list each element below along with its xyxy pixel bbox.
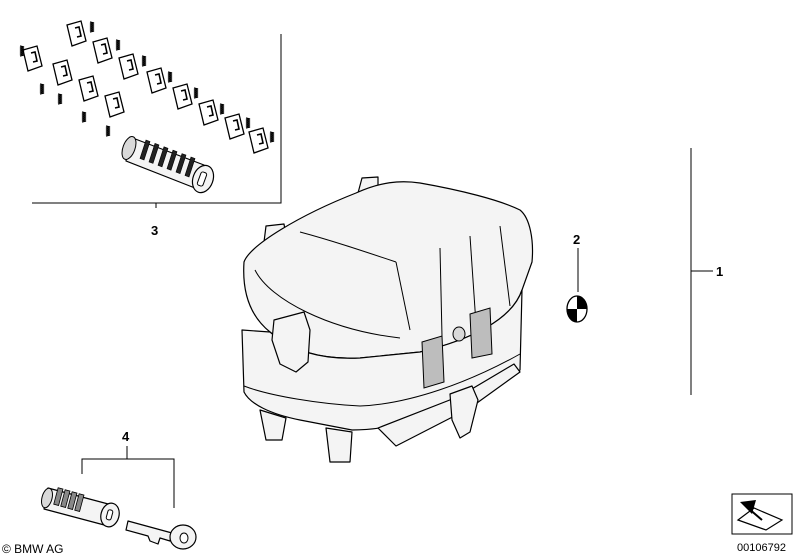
- cylinder-wafer: [139, 139, 151, 161]
- tumbler-spring: [245, 117, 251, 129]
- cylinder-wafer: [175, 153, 187, 174]
- part-1-bracket: [690, 148, 713, 395]
- callout-1: 1: [716, 264, 723, 279]
- tumbler-notch: [30, 51, 38, 63]
- cylinder-wafer: [184, 156, 196, 178]
- diagram-orientation-icon: [731, 493, 793, 535]
- tumbler-spring: [89, 21, 95, 33]
- lock-tumbler-set: [19, 20, 275, 154]
- tumbler-spring: [57, 93, 63, 105]
- tumbler-notch: [86, 81, 94, 93]
- key: [125, 520, 197, 550]
- tumbler-plate: [104, 91, 125, 118]
- tumbler-notch: [126, 59, 134, 71]
- tumbler-spring: [193, 87, 199, 99]
- tumbler-spring: [81, 111, 87, 123]
- lock-set-bracket: [32, 34, 282, 208]
- tumbler-spring: [167, 71, 173, 83]
- tumbler-notch: [74, 26, 82, 38]
- tumbler-plate: [224, 113, 245, 140]
- callout-4: 4: [122, 429, 130, 444]
- tumbler-notch: [112, 97, 120, 109]
- lock-cylinder-small: [41, 487, 120, 528]
- tumbler-spring: [219, 103, 225, 115]
- callout-2: 2: [573, 232, 580, 247]
- cylinder-wafer: [166, 149, 178, 171]
- tumbler-notch: [154, 73, 162, 85]
- tumbler-notch: [180, 89, 188, 101]
- tumbler-spring: [115, 39, 121, 51]
- part-4-bracket: [81, 446, 175, 508]
- callout-3: 3: [151, 223, 158, 238]
- tumbler-spring: [269, 131, 275, 143]
- tumbler-spring: [39, 83, 45, 95]
- tumbler-plate: [22, 45, 43, 72]
- diagram-number: 00106792: [737, 542, 786, 554]
- tumbler-plate: [118, 53, 139, 80]
- tumbler-plate: [248, 127, 269, 154]
- tumbler-plate: [198, 99, 219, 126]
- tumbler-spring: [105, 125, 111, 137]
- copyright-text: © BMW AG: [2, 542, 64, 556]
- tumbler-notch: [256, 133, 264, 145]
- tumbler-spring: [19, 45, 25, 57]
- tumbler-plate: [66, 20, 87, 47]
- tumbler-notch: [206, 105, 214, 117]
- bmw-emblem: [566, 295, 588, 323]
- lock-cylinder-large: [121, 136, 215, 194]
- tumbler-plate: [172, 83, 193, 110]
- tumbler-plate: [78, 75, 99, 102]
- cylinder-wafer: [157, 146, 169, 168]
- tumbler-notch: [232, 119, 240, 131]
- tumbler-plate: [52, 59, 73, 86]
- tumbler-plate: [146, 67, 167, 94]
- top-case: [241, 176, 534, 463]
- tumbler-notch: [100, 43, 108, 55]
- cylinder-wafer: [148, 143, 160, 164]
- tumbler-spring: [141, 55, 147, 67]
- tumbler-notch: [60, 65, 68, 77]
- tumbler-plate: [92, 37, 113, 64]
